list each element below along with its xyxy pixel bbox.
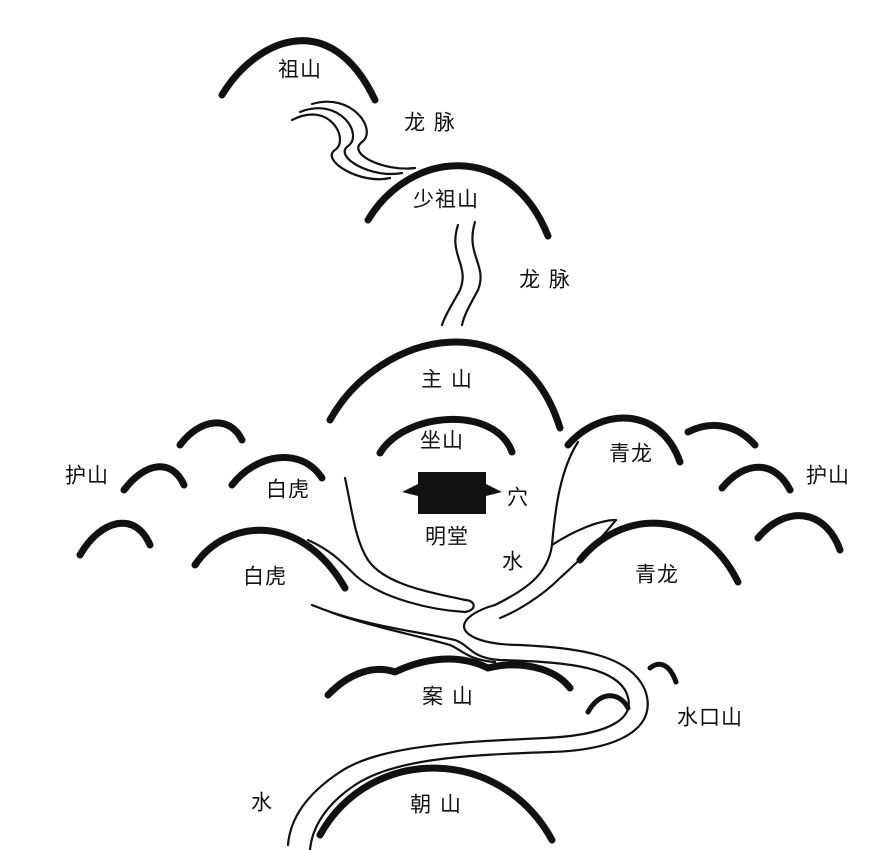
longmai-1-line-c xyxy=(298,107,404,176)
chaoshan-ridge xyxy=(316,764,556,844)
baihu-outer-ridge xyxy=(191,526,349,592)
longmai-1-line-b xyxy=(310,100,417,170)
label-qinglong-inner: 青龙 xyxy=(609,441,653,466)
label-qinglong-outer: 青龙 xyxy=(635,562,679,587)
left-stream-inner xyxy=(306,538,467,614)
label-shui-bottom: 水 xyxy=(251,790,273,815)
label-baihu-inner: 白虎 xyxy=(266,477,310,502)
label-shuikoushan: 水口山 xyxy=(677,705,743,730)
hushan-left-ridge-1 xyxy=(176,419,246,449)
baihu-inner-ridge xyxy=(228,453,326,489)
label-mingtang: 明堂 xyxy=(425,524,469,549)
label-zushan: 祖山 xyxy=(278,57,322,82)
main-stream-right-bank xyxy=(308,603,649,850)
label-baihu-outer: 白虎 xyxy=(243,564,287,589)
shaozushan-ridge xyxy=(364,162,552,240)
right-stream-outer xyxy=(493,440,580,607)
shuikoushan-ridge-2 xyxy=(647,661,679,685)
anshan-ridge xyxy=(324,655,574,699)
longmai-1-line-a xyxy=(290,113,392,181)
hushan-right-ridge-1 xyxy=(684,421,759,449)
hushan-right-ridge-3 xyxy=(754,512,844,554)
hushan-left-ridge-3 xyxy=(76,519,154,559)
zuoshan-ridge xyxy=(376,416,516,457)
label-zhushan: 主 山 xyxy=(421,367,473,392)
left-stream-outer xyxy=(343,476,467,602)
main-stream-inner-bank xyxy=(328,610,497,664)
shuikoushan-ridge-1 xyxy=(585,693,631,715)
label-zuoshan: 坐山 xyxy=(420,428,464,453)
longmai-2-line-a xyxy=(440,223,464,327)
hushan-right-ridge-2 xyxy=(718,463,794,494)
label-shui-center: 水 xyxy=(502,549,524,574)
hushan-left-ridge-2 xyxy=(120,463,188,494)
label-hushan-left: 护山 xyxy=(65,463,109,488)
zushan-ridge xyxy=(218,37,379,104)
label-chaoshan: 朝 山 xyxy=(410,792,462,817)
zhushan-ridge xyxy=(326,338,564,432)
right-stream-fork xyxy=(550,518,618,547)
label-longmai-2: 龙 脉 xyxy=(519,267,571,292)
right-stream-inner xyxy=(498,518,618,620)
label-longmai-1: 龙 脉 xyxy=(404,110,456,135)
qinglong-inner-ridge xyxy=(564,414,684,466)
longmai-2-line-b xyxy=(460,220,482,327)
label-xue: 穴 xyxy=(507,485,529,510)
main-stream-left-bank xyxy=(286,603,630,847)
xue-building-icon xyxy=(402,472,502,514)
left-stream-cap xyxy=(463,598,475,614)
label-hushan-right: 护山 xyxy=(806,463,850,488)
label-anshan: 案 山 xyxy=(422,684,474,709)
label-shaozushan: 少祖山 xyxy=(413,187,479,212)
